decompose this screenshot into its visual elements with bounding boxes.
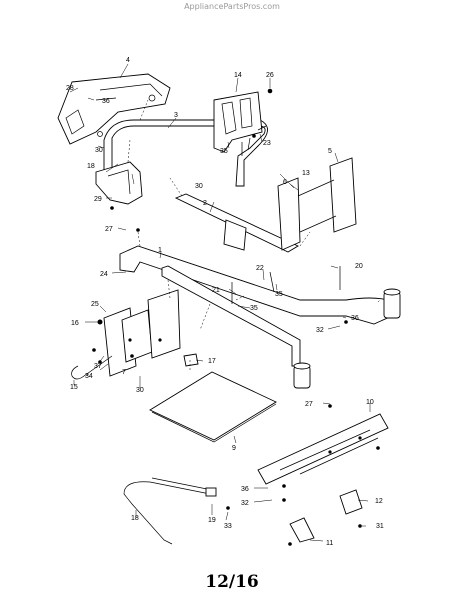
part-18-u-rod: [123, 477, 217, 545]
part-18-mount-bracket: [95, 161, 143, 205]
callout-18: 18: [131, 515, 139, 522]
callout-5: 5: [328, 148, 332, 155]
callout-15: 15: [70, 384, 78, 391]
callout-17: 17: [208, 358, 216, 365]
callout-2: 2: [203, 200, 207, 207]
part-4-rear-bracket: [57, 73, 171, 145]
callout-36: 36: [102, 98, 110, 105]
callout-32: 32: [241, 500, 249, 507]
callout-27: 27: [105, 226, 113, 233]
callout-33: 33: [224, 523, 232, 530]
callout-22: 22: [256, 265, 264, 272]
part-9-floor-plate: [149, 371, 277, 443]
callout-37: 37: [94, 363, 102, 370]
assembly-guide-lines: [127, 99, 381, 372]
callout-25: 25: [91, 301, 99, 308]
callout-30: 30: [136, 387, 144, 394]
callout-35: 35: [275, 291, 283, 298]
part-10-deck-bracket: [257, 413, 389, 485]
callout-36: 36: [241, 486, 249, 493]
part-25-7-8-pivot-plates: [103, 289, 181, 377]
part-1-main-frame: [119, 245, 401, 389]
callout-1: 1: [158, 247, 162, 254]
part-11-bracket: [289, 517, 315, 543]
callout-11: 11: [326, 540, 333, 547]
callout-31: 31: [376, 523, 384, 530]
part-12-bracket: [339, 489, 363, 515]
callout-leader-lines: [69, 63, 371, 542]
callout-3: 3: [174, 112, 178, 119]
callout-12: 12: [375, 498, 383, 505]
callout-29: 29: [94, 196, 102, 203]
callout-30: 30: [95, 147, 103, 154]
callout-6: 6: [283, 179, 287, 186]
callout-13: 13: [302, 170, 310, 177]
page-number: 12/16: [205, 572, 259, 592]
callout-9: 9: [232, 445, 236, 452]
callout-20: 20: [355, 263, 363, 270]
callout-28: 28: [66, 85, 74, 92]
part-3-upper-tube-frame: [103, 119, 268, 191]
part-15-rod-hook: [71, 355, 113, 380]
callout-24: 24: [100, 271, 108, 278]
callout-7: 7: [122, 369, 126, 376]
callout-30: 30: [195, 183, 203, 190]
callout-34: 34: [85, 373, 93, 380]
callout-16: 16: [71, 320, 79, 327]
callout-36: 36: [351, 315, 359, 322]
callout-19: 19: [208, 517, 216, 524]
callout-32: 32: [316, 327, 324, 334]
part-2-cross-tube: [174, 193, 299, 253]
callout-4: 4: [126, 57, 130, 64]
callout-18: 18: [87, 163, 95, 170]
callout-27: 27: [305, 401, 313, 408]
callout-35: 35: [250, 305, 258, 312]
part-14-bracket: [213, 88, 273, 153]
callout-labels: 4 28 36 30 3 14 26 23 35 18 30 29 5 13 6…: [66, 57, 384, 547]
callout-35: 35: [220, 148, 228, 155]
part-17-small-bracket: [183, 353, 199, 367]
callout-14: 14: [234, 72, 242, 79]
watermark: AppliancePartsPros.com: [184, 2, 280, 11]
callout-21: 21: [212, 287, 220, 294]
callout-26: 26: [266, 72, 274, 79]
fasteners: [92, 125, 380, 546]
callout-23: 23: [263, 140, 271, 147]
part-5-6-side-brackets: [277, 157, 357, 251]
callout-10: 10: [366, 399, 374, 406]
